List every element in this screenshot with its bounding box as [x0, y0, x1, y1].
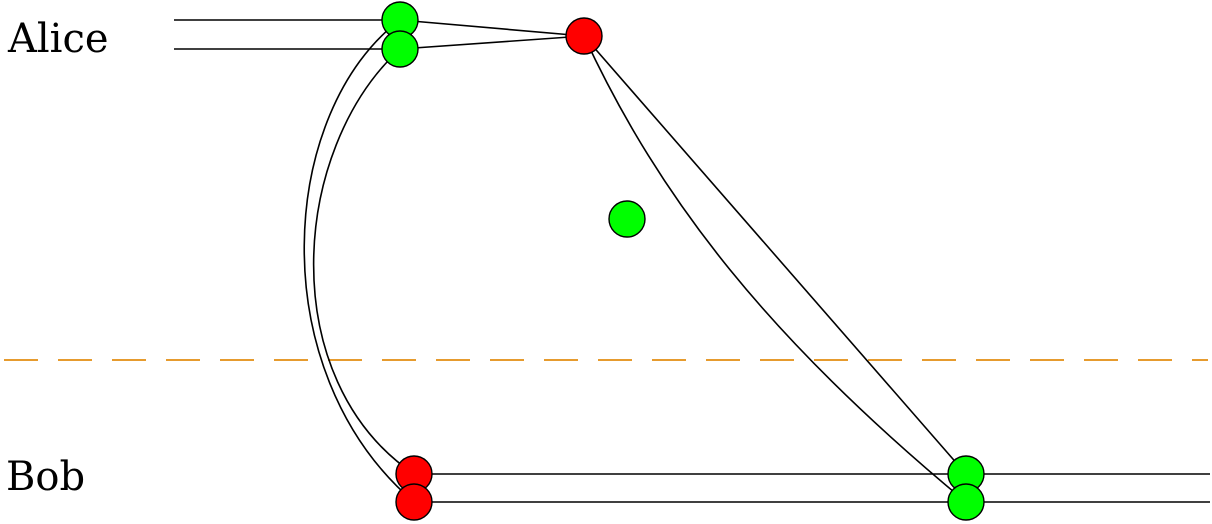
edge-alice-top-to-red [399, 19, 585, 37]
bob-green-node-bottom [947, 483, 985, 521]
edge-alice-bottom-to-red [399, 35, 585, 50]
alice-green-node-bottom [381, 30, 419, 68]
edge-red-to-bob-bottom [583, 35, 967, 503]
bob-label: Bob [6, 454, 85, 500]
isolated-green-node [608, 200, 646, 238]
edge-red-to-bob-top [583, 35, 967, 475]
alice-label: Alice [7, 16, 109, 62]
alice-red-node [565, 17, 603, 55]
bob-red-node-bottom [395, 483, 433, 521]
arc-alice-top-to-bob-bottom [303, 19, 415, 503]
arc-alice-bottom-to-bob-top [312, 48, 415, 475]
